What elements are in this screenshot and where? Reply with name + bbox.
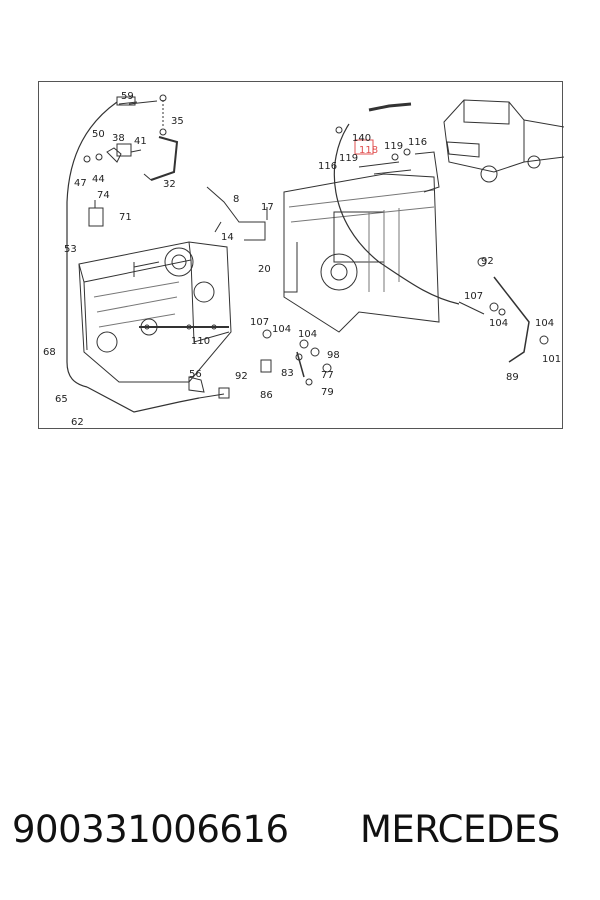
- callout-41: 41: [134, 136, 147, 147]
- cable-53: [66, 101, 230, 413]
- callout-50: 50: [92, 129, 105, 140]
- callout-17: 17: [261, 202, 274, 213]
- callout-68: 68: [43, 347, 56, 358]
- callout-35: 35: [171, 116, 184, 127]
- callout-labels: 59 35 50 38 41 47 44 32 74 71 8 17 14 20…: [43, 91, 561, 428]
- callout-83: 83: [281, 368, 294, 379]
- callout-107-left: 107: [250, 317, 269, 328]
- callout-101: 101: [542, 354, 561, 365]
- callout-116-left: 116: [318, 161, 337, 172]
- highlight-box: [354, 139, 374, 155]
- hardware-right: [188, 329, 332, 393]
- exploded-view-drawing: 59 35 50 38 41 47 44 32 74 71 8 17 14 20…: [43, 91, 564, 428]
- callout-14: 14: [221, 232, 234, 243]
- callout-104-far-right: 104: [535, 318, 554, 329]
- callout-118: 118: [359, 145, 378, 156]
- callout-65: 65: [55, 394, 68, 405]
- callout-20: 20: [258, 264, 271, 275]
- right-bracket: [458, 257, 549, 363]
- callout-140: 140: [352, 133, 371, 144]
- callout-53: 53: [64, 244, 77, 255]
- callout-104-mid: 104: [272, 324, 291, 335]
- right-engine-block: [283, 173, 440, 333]
- callout-32: 32: [163, 179, 176, 190]
- callout-56: 56: [189, 369, 202, 380]
- truck-icon: [443, 99, 564, 183]
- callout-38: 38: [112, 133, 125, 144]
- callout-107-right: 107: [464, 291, 483, 302]
- callout-8: 8: [233, 194, 239, 205]
- callout-98: 98: [327, 350, 340, 361]
- callout-47: 47: [74, 178, 87, 189]
- callout-119-right: 119: [384, 141, 403, 152]
- product-caption: 900331006616 MERCEDES: [12, 808, 592, 858]
- left-linkage: [83, 94, 268, 241]
- callout-104-right: 104: [489, 318, 508, 329]
- callout-59: 59: [121, 91, 134, 102]
- callout-44: 44: [92, 174, 105, 185]
- callout-116-right: 116: [408, 137, 427, 148]
- callout-119-left: 119: [339, 153, 358, 164]
- cable-right: [333, 102, 460, 305]
- part-number: 900331006616: [12, 808, 289, 851]
- brand-name: MERCEDES: [360, 808, 560, 851]
- callout-74: 74: [97, 190, 110, 201]
- left-engine-block: [78, 241, 232, 383]
- callout-104-mid2: 104: [298, 329, 317, 340]
- callout-92-right: 92: [481, 256, 494, 267]
- callout-86: 86: [260, 390, 273, 401]
- parts-diagram: 59 35 50 38 41 47 44 32 74 71 8 17 14 20…: [38, 81, 564, 429]
- callout-77: 77: [321, 370, 334, 381]
- callout-79: 79: [321, 387, 334, 398]
- callout-89: 89: [506, 372, 519, 383]
- callout-62: 62: [71, 417, 84, 428]
- callout-110: 110: [191, 336, 210, 347]
- callout-92-left: 92: [235, 371, 248, 382]
- callout-71: 71: [119, 212, 132, 223]
